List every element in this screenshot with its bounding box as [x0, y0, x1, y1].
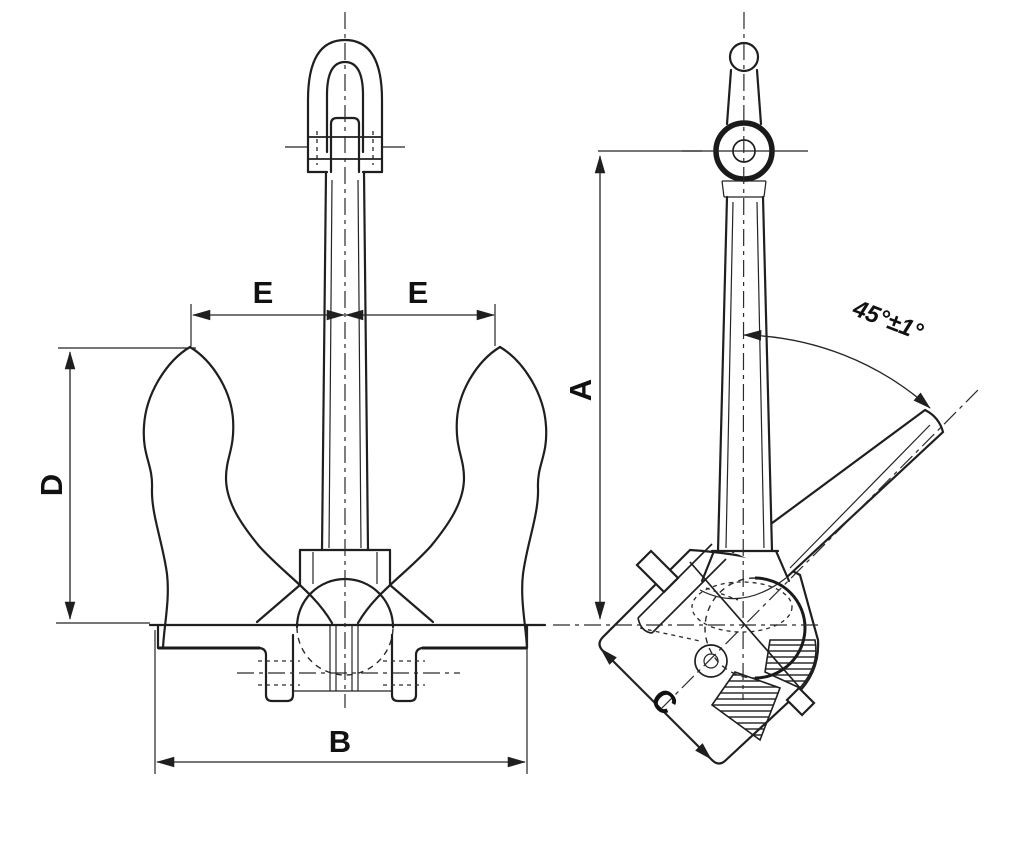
angle-arc: [743, 330, 931, 409]
angle-label: 45°±1°: [848, 295, 927, 347]
dim-label-d: D: [34, 474, 69, 496]
shackle-bow-end: [728, 41, 760, 73]
dim-label-e-right: E: [408, 275, 429, 310]
left-fluke: [142, 345, 192, 650]
throat-hidden-line: [691, 581, 793, 633]
fluke-arm: [731, 408, 945, 579]
dimension-a: A: [563, 150, 702, 620]
palm-bolt-tab: [785, 686, 816, 717]
dim-label-e-left: E: [253, 275, 274, 310]
right-lug: [390, 633, 424, 703]
palm-hatch-lower: [710, 671, 782, 742]
left-lug: [258, 633, 295, 703]
angle-annotation: 45°±1°: [743, 295, 931, 409]
front-shank: [320, 170, 370, 552]
side-crown-ball: [754, 576, 807, 680]
left-fluke-inner-edge: [188, 345, 334, 625]
front-view: E E D B: [34, 12, 548, 774]
side-view: A C 45°±1°: [553, 11, 981, 765]
crown: [255, 548, 435, 676]
dimension-b: B: [154, 630, 528, 774]
dim-label-b: B: [329, 724, 351, 759]
fluke-axis-line: [659, 387, 981, 711]
dimension-e: E E: [190, 275, 496, 346]
crown-plate: [56, 622, 547, 703]
right-fluke: [498, 345, 548, 650]
right-fluke-inner-edge: [356, 345, 502, 625]
shackle-pin-eye: [682, 41, 808, 198]
dim-label-a: A: [563, 379, 598, 401]
dimension-d: D: [34, 347, 196, 620]
